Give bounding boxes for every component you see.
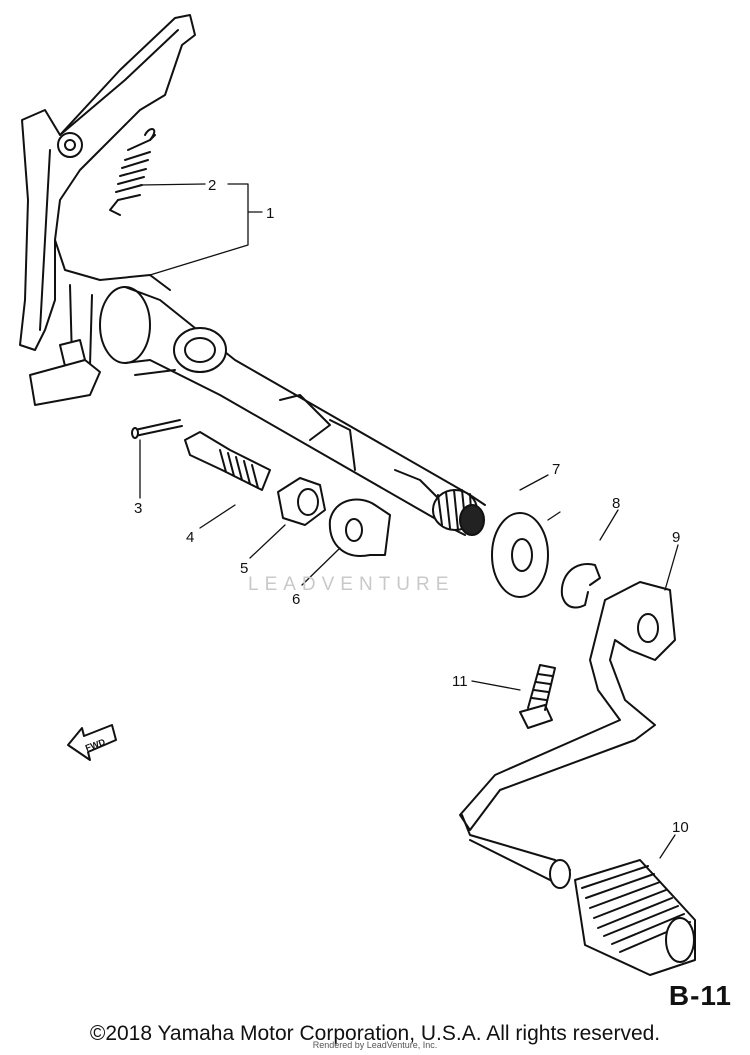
- shift-arm-assembly: [19, 14, 196, 406]
- copyright-notice: ©2018 Yamaha Motor Corporation, U.S.A. A…: [89, 1022, 661, 1045]
- callout-1: 1: [266, 205, 274, 222]
- circlip: [560, 563, 601, 609]
- callout-5: 5: [240, 560, 248, 577]
- foot-rubber: [574, 859, 696, 976]
- rendered-by-notice: Rendered by LeadVenture, Inc.: [312, 1040, 438, 1050]
- callout-11: 11: [452, 673, 468, 690]
- washer: [491, 512, 549, 598]
- shift-pedal: [459, 581, 676, 889]
- shift-shaft: [99, 286, 486, 536]
- pin: [131, 369, 183, 439]
- leader-lines: [139, 183, 679, 859]
- watermark: LEADVENTURE: [248, 574, 455, 595]
- callout-6: 6: [292, 591, 300, 608]
- adjust-bolt: [184, 431, 271, 491]
- callout-7: 7: [552, 461, 560, 478]
- callout-4: 4: [186, 529, 194, 546]
- nut: [277, 477, 326, 526]
- spring: [109, 128, 156, 216]
- lock-washer: [328, 498, 391, 557]
- callout-9: 9: [672, 529, 680, 546]
- fwd-arrow: [67, 724, 117, 761]
- page-code: B-11: [668, 980, 732, 1011]
- callout-8: 8: [612, 495, 620, 512]
- spline-end: [432, 489, 485, 536]
- callout-3: 3: [134, 500, 142, 517]
- pinch-bolt: [519, 664, 556, 729]
- callout-2: 2: [208, 177, 216, 194]
- callout-10: 10: [672, 819, 689, 836]
